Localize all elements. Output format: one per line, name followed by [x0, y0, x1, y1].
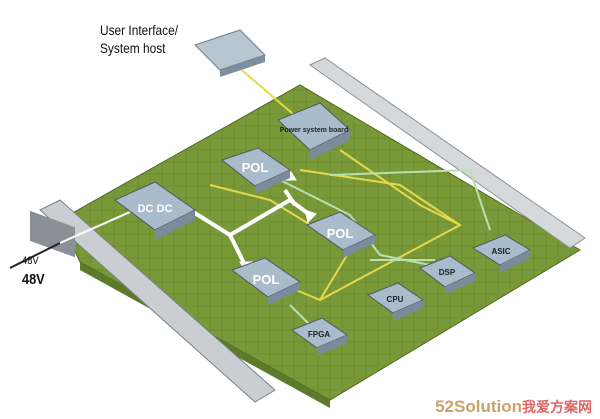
input-wire — [9, 242, 61, 269]
right-card-guide — [309, 57, 586, 249]
host-link — [229, 59, 301, 121]
power-board-chip — [277, 102, 351, 160]
dcdc-chip — [114, 181, 196, 240]
pol3-label: POL — [253, 272, 280, 287]
pol1-chip — [220, 147, 292, 194]
input-label: 48V — [22, 271, 45, 288]
dsp-label: DSP — [439, 268, 456, 277]
watermark-brand: 52Solution — [435, 397, 522, 416]
dcdc-label: DC DC — [138, 203, 173, 215]
cpu-label: CPU — [387, 295, 404, 304]
pol1-label: POL — [242, 160, 269, 175]
host-label-line2: System host — [100, 40, 166, 56]
host-label-line1: User Interface/ — [100, 22, 179, 38]
pol2-label: POL — [327, 226, 354, 241]
input-label-top: 48V — [22, 255, 39, 267]
dsp-chip — [418, 255, 477, 295]
host-chip — [194, 29, 266, 77]
connector — [30, 210, 75, 258]
fpga-chip — [290, 317, 349, 356]
power-board-label: Power system board — [280, 127, 348, 134]
watermark-cn: 我爱方案网 — [522, 399, 592, 415]
pol3-chip — [230, 257, 302, 305]
pol2-chip — [305, 211, 377, 258]
input-wire-board — [59, 211, 131, 244]
watermark: 52Solution我爱方案网 — [435, 397, 592, 417]
asic-label: ASIC — [491, 247, 510, 256]
fpga-label: FPGA — [308, 330, 330, 339]
asic-chip — [471, 234, 532, 273]
cpu-chip — [366, 282, 425, 321]
left-card-guide — [39, 199, 276, 403]
